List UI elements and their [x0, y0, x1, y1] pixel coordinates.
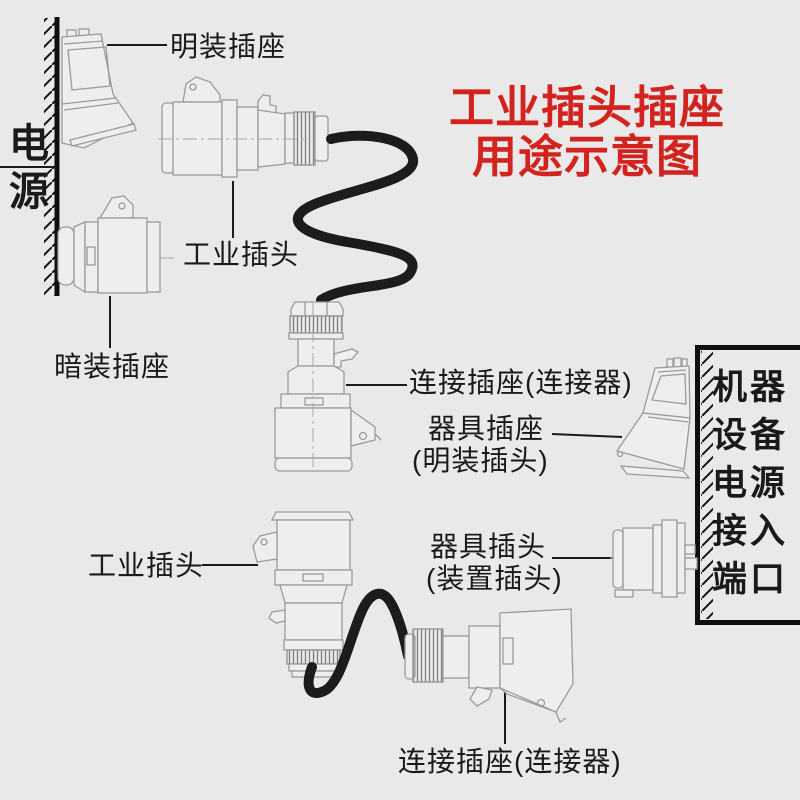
connector-vertical-drawing	[274, 301, 382, 472]
industrial-plug-bottom-drawing	[252, 511, 355, 678]
label-concealed-socket: 暗装插座	[54, 351, 171, 382]
appliance-plug-drawing	[610, 519, 698, 598]
label-industrial-plug-top: 工业插头	[183, 239, 300, 270]
appliance-socket-drawing	[615, 357, 691, 479]
connector-horizontal-drawing	[404, 608, 574, 723]
concealed-socket-drawing	[57, 195, 178, 294]
power-char-1: 电	[9, 122, 49, 166]
label-appliance-plug-line1: 器具插头	[430, 531, 547, 562]
coiled-cable	[292, 130, 418, 305]
label-industrial-plug-bottom: 工业插头	[88, 550, 205, 581]
page-title-line1: 工业插头插座	[448, 82, 725, 133]
leader-lines	[107, 44, 623, 744]
machine-box-line: 机器	[712, 368, 789, 407]
power-source-label: 电 源	[6, 120, 52, 216]
power-char-2: 源	[9, 170, 49, 214]
page-title-line2: 用途示意图	[471, 130, 702, 182]
machine-box-line: 接入	[712, 512, 789, 551]
label-connector-socket-bottom: 连接插座(连接器)	[398, 746, 622, 777]
wall-line	[0, 17, 60, 296]
label-appliance-plug-line2: (装置插头)	[426, 563, 563, 594]
machine-box-line: 电源	[712, 464, 789, 503]
label-appliance-socket-line2: (明装插头)	[412, 445, 549, 476]
surface-socket-drawing	[61, 28, 137, 149]
machine-box-label: 机器 设备 电源 接入 端口	[712, 364, 798, 604]
machine-box-frame	[695, 345, 800, 625]
arc-cable	[303, 588, 413, 698]
label-surface-socket: 明装插座	[170, 31, 287, 62]
machine-box-line: 设备	[712, 416, 789, 455]
page-title: 工业插头插座 用途示意图	[438, 82, 736, 182]
industrial-plug-top-drawing	[158, 76, 333, 178]
label-connector-socket-mid: 连接插座(连接器)	[409, 367, 633, 398]
label-appliance-socket-line1: 器具插座	[428, 413, 545, 444]
machine-box-line: 端口	[712, 560, 789, 599]
